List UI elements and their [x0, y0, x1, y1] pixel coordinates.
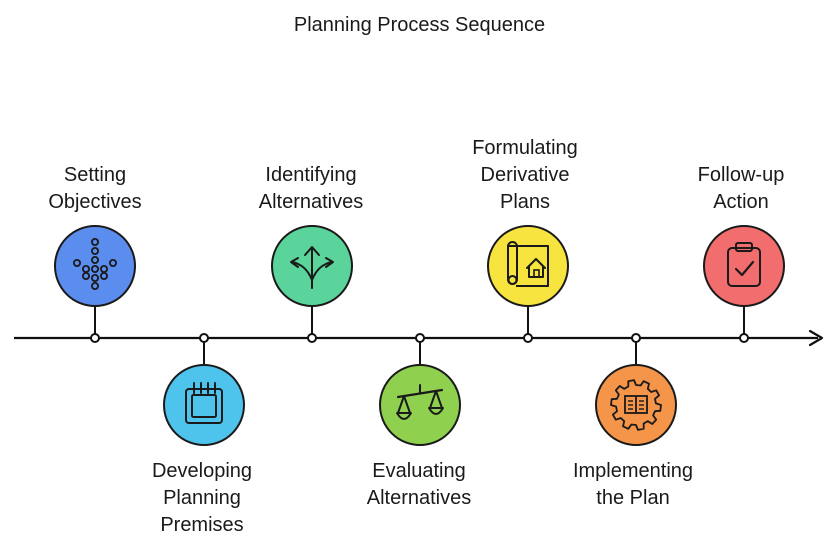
timeline-marker — [307, 333, 317, 343]
step-node-circle — [703, 225, 785, 307]
timeline-marker — [739, 333, 749, 343]
diagram-title: Planning Process Sequence — [293, 14, 546, 36]
timeline-marker — [631, 333, 641, 343]
timeline-marker — [415, 333, 425, 343]
dotted-arrow-down-icon — [72, 237, 117, 290]
timeline-marker — [523, 333, 533, 343]
step-node-circle — [163, 364, 245, 446]
branching-arrows-icon — [290, 246, 334, 289]
step-node-circle — [379, 364, 461, 446]
blueprint-house-icon — [507, 241, 549, 287]
calendar-icon — [185, 382, 223, 424]
timeline-arrowhead — [808, 329, 824, 347]
timeline-marker — [199, 333, 209, 343]
timeline-marker — [90, 333, 100, 343]
gear-book-icon — [610, 379, 662, 431]
clipboard-check-icon — [727, 242, 761, 287]
balance-scale-icon — [396, 384, 444, 420]
